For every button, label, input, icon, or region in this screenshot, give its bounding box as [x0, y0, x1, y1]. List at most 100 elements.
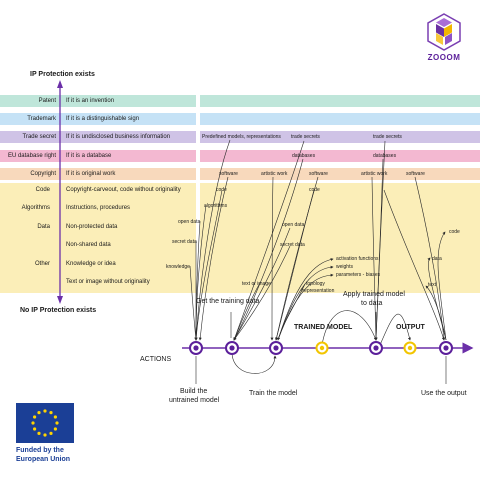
link-artistic1-train: [270, 176, 274, 341]
row-label-code: Code: [35, 187, 50, 193]
ip-protection-exists-heading: IP Protection exists: [30, 71, 95, 78]
action-build-line1[interactable]: Build the: [180, 388, 208, 395]
other-band-left: [0, 183, 196, 293]
label-open-data-1: open data: [178, 219, 201, 225]
label-topology: topology: [306, 281, 325, 287]
label-software-1: software: [219, 171, 238, 177]
other-band-right: [200, 183, 480, 293]
row-desc-knowledge: Knowledge or idea: [66, 261, 116, 267]
row-desc-non-shared: Non-shared data: [66, 242, 111, 248]
funding-line1: Funded by the: [16, 447, 64, 454]
label-secret-data-2: secret data: [280, 242, 305, 248]
row-label-database: EU database right: [7, 153, 56, 159]
zooom-logo-icon: [427, 13, 461, 51]
label-artistic-2: artistic work: [361, 171, 388, 177]
label-activation-functions: activation functions: [336, 256, 379, 262]
label-predefined-models: Predefined models, representations: [202, 134, 281, 140]
link-train-out-weights: [277, 265, 334, 341]
link-predefined-build: [194, 139, 231, 341]
action-get-training-data[interactable]: Get the training data: [196, 298, 260, 305]
link-train-out-activation: [277, 258, 334, 341]
link-output-text: [425, 285, 447, 341]
funding-line2: European Union: [16, 456, 71, 463]
right-band-patent-right: [200, 95, 480, 107]
label-trade-secrets-2: trade secrets: [373, 134, 402, 140]
link-loop-apply: [379, 314, 411, 346]
label-software-3: software: [406, 171, 425, 177]
label-representation: /representation: [301, 288, 335, 294]
label-secret-data-1: secret data: [172, 239, 197, 245]
link-artistic2-apply: [371, 176, 378, 341]
action-train-model[interactable]: Train the model: [249, 390, 298, 397]
row-desc-patent: If it is an invention: [66, 98, 115, 104]
row-desc-database: If it is a database: [66, 153, 112, 159]
zooom-logo: [422, 12, 466, 52]
link-loop-train: [231, 351, 277, 374]
brand-name: ZOOOM: [427, 53, 461, 62]
link-output-data: [427, 257, 447, 341]
action-apply-model-line2[interactable]: to data: [361, 300, 383, 307]
label-code-2: code: [309, 187, 320, 193]
row-desc-trade-secret: If it is undisclosed business informatio…: [66, 134, 171, 140]
label-software-2: software: [309, 171, 328, 177]
action-build-line2[interactable]: untrained model: [169, 397, 220, 404]
ip-axis-bottom-arrow: [57, 296, 63, 304]
link-train-out-params: [277, 273, 334, 341]
row-desc-algorithms: Instructions, procedures: [66, 205, 131, 211]
action-use-output[interactable]: Use the output: [421, 390, 467, 397]
link-loop-trained: [321, 310, 377, 346]
link-code2-train: [275, 189, 315, 341]
action-apply-model-line1[interactable]: Apply trained model: [343, 291, 405, 298]
ip-axis-top-arrow: [57, 80, 63, 88]
label-databases-1: databases: [292, 153, 316, 159]
right-band-trademark-left: [0, 113, 196, 125]
row-desc-text-image: Text or image without originality: [66, 279, 150, 285]
link-knowledge-build: [189, 265, 198, 341]
label-code-1: code: [216, 187, 227, 193]
right-band-trademark-right: [200, 113, 480, 125]
label-parameters-biases: parameters - biases: [336, 272, 381, 278]
trained-model-heading: TRAINED MODEL: [294, 324, 353, 331]
link-databases1-get: [233, 158, 304, 341]
label-weights: weights: [336, 264, 353, 270]
label-knowledge: knowledge: [166, 264, 190, 270]
link-textimage-get: [233, 282, 261, 341]
label-open-data-2: open data: [282, 222, 305, 228]
row-desc-trademark: If it is a distinguishable sign: [66, 116, 140, 122]
label-trade-secrets-1: trade secrets: [291, 134, 320, 140]
actions-heading: ACTIONS: [140, 356, 172, 363]
right-band-tradesecret-left: [0, 131, 196, 143]
link-code3-use: [383, 189, 445, 341]
label-output-text: text: [428, 282, 437, 288]
label-text-or-image: text or image: [242, 281, 271, 287]
row-desc-data: Non-protected data: [66, 224, 118, 230]
right-band-database-left: [0, 150, 196, 162]
row-label-patent: Patent: [38, 98, 56, 104]
label-artistic-1: artistic work: [261, 171, 288, 177]
eu-stars-icon: [31, 409, 59, 437]
link-opendata2-get: [233, 227, 291, 341]
label-databases-2: databases: [373, 153, 397, 159]
row-label-other: Other: [34, 261, 50, 267]
label-algorithms: algorithms: [204, 203, 228, 209]
row-desc-copyright: If it is original work: [66, 171, 116, 177]
row-desc-code: Copyright-carveout, code without origina…: [66, 187, 181, 193]
label-output-data: data: [432, 256, 442, 262]
row-label-trademark: Trademark: [27, 116, 56, 122]
link-software1-build: [198, 176, 229, 341]
label-code-3: code: [449, 229, 460, 235]
eu-flag: [16, 403, 74, 443]
right-band-patent-left: [0, 95, 196, 107]
row-label-algorithms: Algorithms: [21, 205, 50, 211]
link-code-build: [194, 189, 223, 341]
output-heading: OUTPUT: [396, 324, 425, 331]
right-band-copyright-left: [0, 168, 196, 180]
row-label-data: Data: [37, 224, 50, 230]
link-tradesecret1-get: [233, 140, 305, 341]
link-output-code: [437, 231, 447, 341]
no-ip-protection-heading: No IP Protection exists: [20, 307, 97, 314]
link-secretdata2-get: [233, 245, 291, 341]
right-band-tradesecret-right: [200, 131, 480, 143]
row-label-trade-secret: Trade secret: [22, 134, 56, 140]
